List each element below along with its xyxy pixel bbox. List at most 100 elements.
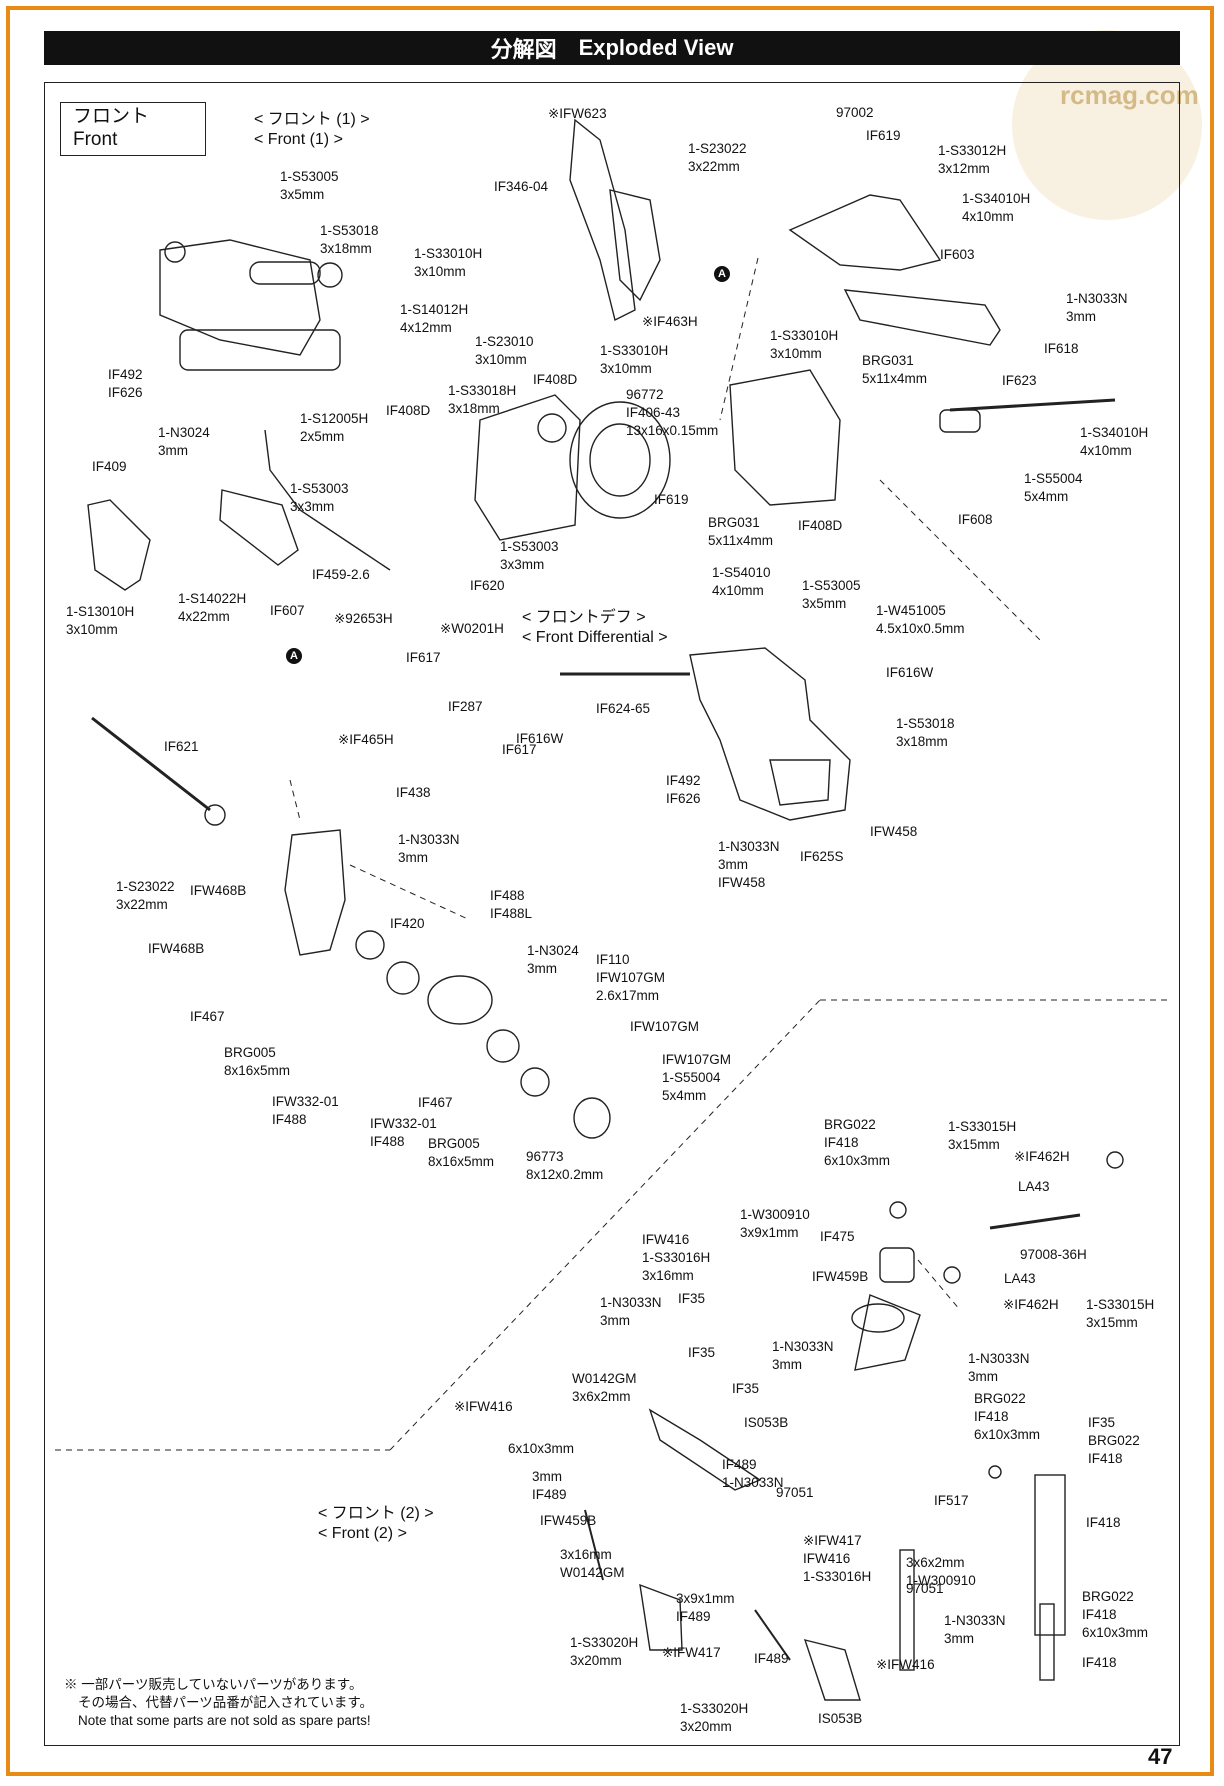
section-title-front1: < フロント (1) > < Front (1) >: [254, 110, 370, 150]
part-label: 1-S55004: [662, 1070, 721, 1085]
part-label: IF408D: [798, 518, 843, 533]
part-label: IS053B: [744, 1415, 789, 1430]
part-label: 3mm: [772, 1357, 802, 1372]
knuckle-ifw468b: [284, 829, 346, 956]
part-label: IF488: [490, 888, 525, 903]
part-label: 1-N3033N: [772, 1339, 834, 1354]
part-label: 6x10x3mm: [824, 1153, 891, 1168]
part-label: BRG031: [708, 515, 760, 530]
part-label: IF619: [654, 492, 689, 507]
section-title-front1-en: < Front (1) >: [254, 131, 343, 148]
part-label: ※IF462H: [1014, 1149, 1070, 1164]
part-label: 1-S53005: [280, 169, 339, 184]
header-title-en: Exploded View: [578, 35, 734, 60]
part-label: 1-S33012H: [938, 143, 1007, 158]
reference-marker-a-left: A: [286, 648, 302, 664]
part-label: IF35: [688, 1345, 716, 1360]
section-title-diff-jp: < フロントデフ >: [522, 609, 646, 626]
part-label: IF608: [958, 512, 993, 527]
part-label: IF408D: [533, 372, 578, 387]
part-label: 97002: [836, 105, 874, 120]
part-label: 4x10mm: [1080, 443, 1132, 458]
front-differential: [569, 401, 671, 519]
part-label: IS053B: [818, 1711, 863, 1726]
part-label: 5x11x4mm: [708, 533, 774, 548]
part-label: 3x3mm: [290, 499, 335, 514]
part-label: IFW468B: [148, 941, 205, 956]
part-label: IF438: [396, 785, 431, 800]
part-label: 1-N3033N: [718, 839, 780, 854]
part-label: BRG005: [224, 1045, 276, 1060]
part-label: 3mm: [527, 961, 557, 976]
footnote: ※ 一部パーツ販売していないパーツがあります。 その場合、代替パーツ品番が記入さ…: [64, 1676, 373, 1730]
part-label: IF616W: [886, 665, 934, 680]
page-number: 47: [1148, 1744, 1173, 1769]
part-label: IF418: [1082, 1607, 1117, 1622]
part-label: 5x4mm: [662, 1088, 707, 1103]
part-label: W0142GM: [560, 1565, 625, 1580]
part-label: 1-S33020H: [680, 1701, 749, 1716]
wheel-hub: [573, 1097, 611, 1139]
part-label: 1-N3033N: [722, 1475, 784, 1490]
part-label: IF489: [532, 1487, 567, 1502]
part-label: BRG022: [1088, 1433, 1140, 1448]
part-label: 3x18mm: [896, 734, 948, 749]
part-label: 2x5mm: [300, 429, 345, 444]
part-label: 1-N3033N: [944, 1613, 1006, 1628]
part-label: 1-S14022H: [178, 591, 247, 606]
part-label: 8x16x5mm: [428, 1154, 495, 1169]
part-label: IFW458: [718, 875, 766, 890]
part-label: 3x9x1mm: [676, 1591, 735, 1606]
part-label: 3mm: [532, 1469, 562, 1484]
part-label: 1-S33010H: [414, 246, 483, 261]
part-label: 3x16mm: [642, 1268, 694, 1283]
part-label: 5x11x4mm: [862, 371, 928, 386]
part-label: IF35: [1088, 1415, 1116, 1430]
part-label: IF624-65: [596, 701, 651, 716]
part-label: IF35: [678, 1291, 706, 1306]
part-label: LA43: [1004, 1271, 1036, 1286]
part-label: LA43: [1018, 1179, 1050, 1194]
part-label: 1-S23010: [475, 334, 534, 349]
diagram-panel: [44, 82, 1180, 1746]
part-label: ※W0201H: [440, 621, 504, 636]
part-label: 3mm: [944, 1631, 974, 1646]
section-title-front2: < フロント (2) > < Front (2) >: [318, 1504, 434, 1544]
part-label: BRG005: [428, 1136, 480, 1151]
bushing-if475: [879, 1247, 915, 1283]
part-label: 96773: [526, 1149, 564, 1164]
front-box: フロント Front: [60, 102, 206, 156]
part-label: 4x22mm: [178, 609, 230, 624]
part-label: IF406-43: [626, 405, 681, 420]
part-label: IFW458: [870, 824, 918, 839]
part-label: 3x10mm: [475, 352, 527, 367]
part-label: IFW332-01: [272, 1094, 339, 1109]
part-label: ※92653H: [334, 611, 393, 626]
part-label: 97008-36H: [1020, 1247, 1087, 1262]
part-label: 3x10mm: [600, 361, 652, 376]
dogbone-if621: [91, 716, 211, 812]
part-label: ※IF465H: [338, 732, 394, 747]
part-label: IFW468B: [190, 883, 247, 898]
part-label: 96772: [626, 387, 664, 402]
part-label: ※IF462H: [1003, 1297, 1059, 1312]
part-label: 4.5x10x0.5mm: [876, 621, 965, 636]
part-label: ※IFW417: [803, 1533, 862, 1548]
part-label: 1-S12005H: [300, 411, 369, 426]
part-label: IF623: [1002, 373, 1037, 388]
bulkhead-right: [729, 369, 841, 506]
footnote-line1: ※ 一部パーツ販売していないパーツがあります。: [64, 1677, 363, 1692]
part-label: IF618: [1044, 341, 1079, 356]
part-label: IF625S: [800, 849, 844, 864]
part-label: IF620: [470, 578, 505, 593]
post-ifw459b: [1034, 1474, 1066, 1636]
part-label: IF346-04: [494, 179, 549, 194]
part-label: 2.6x17mm: [596, 988, 660, 1003]
part-label: IF488L: [490, 906, 533, 921]
part-label: 3x10mm: [414, 264, 466, 279]
part-label: 1-S54010: [712, 565, 771, 580]
part-label: 3mm: [398, 850, 428, 865]
part-label: 4x12mm: [400, 320, 452, 335]
part-label: 1-S33015H: [948, 1119, 1017, 1134]
part-label: IF418: [1086, 1515, 1121, 1530]
